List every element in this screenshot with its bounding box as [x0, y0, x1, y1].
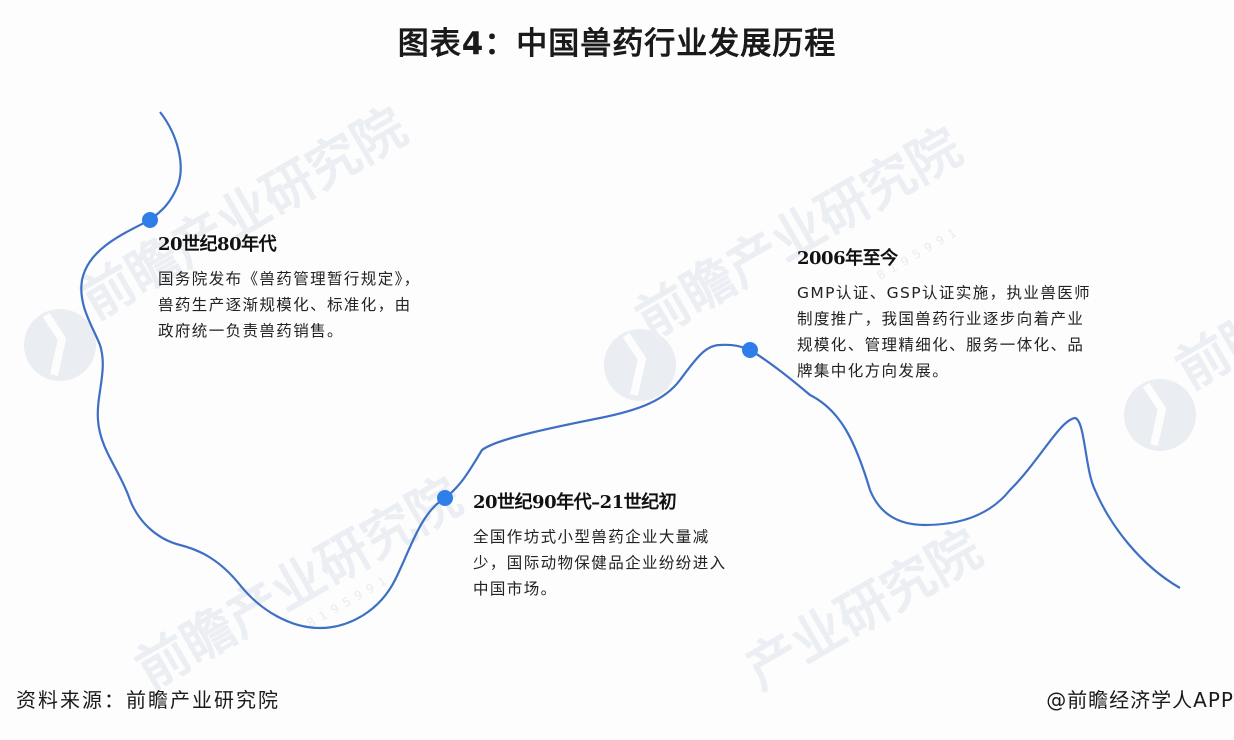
- timeline-curve: [80, 111, 1181, 630]
- source-note: 资料来源：前瞻产业研究院: [16, 688, 280, 712]
- milestone-1980s: 20世纪80年代 国务院发布《兽药管理暂行规定》，兽药生产逐渐规模化、标准化，由…: [158, 230, 428, 344]
- chart-title: 图表4：中国兽药行业发展历程: [397, 26, 837, 62]
- milestone-dot-1990s: [437, 490, 453, 506]
- milestone-2006-present: 2006年至今 GMP认证、GSP认证实施，执业兽医师制度推广，我国兽药行业逐步…: [797, 244, 1097, 384]
- milestone-description: 全国作坊式小型兽药企业大量减少，国际动物保健品企业纷纷进入中国市场。: [473, 528, 727, 598]
- milestone-dot-2006: [742, 342, 758, 358]
- watermark-group: 前瞻产业研究院 前瞻产业研究院 前瞻 前瞻产业研究院 产业研究院 8195991…: [24, 97, 1234, 701]
- milestone-description: 国务院发布《兽药管理暂行规定》，兽药生产逐渐规模化、标准化，由政府统一负责兽药销…: [158, 270, 421, 340]
- milestone-1990s-2000s: 20世纪90年代–21世纪初 全国作坊式小型兽药企业大量减少，国际动物保健品企业…: [473, 488, 743, 602]
- svg-text:产业研究院: 产业研究院: [737, 519, 992, 701]
- milestone-description: GMP认证、GSP认证实施，执业兽医师制度推广，我国兽药行业逐步向着产业规模化、…: [797, 284, 1092, 380]
- milestone-dot-1980s: [142, 212, 158, 228]
- milestone-period: 20世纪90年代–21世纪初: [473, 492, 677, 513]
- milestone-period: 20世纪80年代: [158, 234, 277, 255]
- milestone-period: 2006年至今: [797, 248, 898, 269]
- svg-text:前瞻产业研究院: 前瞻产业研究院: [127, 467, 472, 701]
- credit-note: @前瞻经济学人APP: [1046, 688, 1234, 712]
